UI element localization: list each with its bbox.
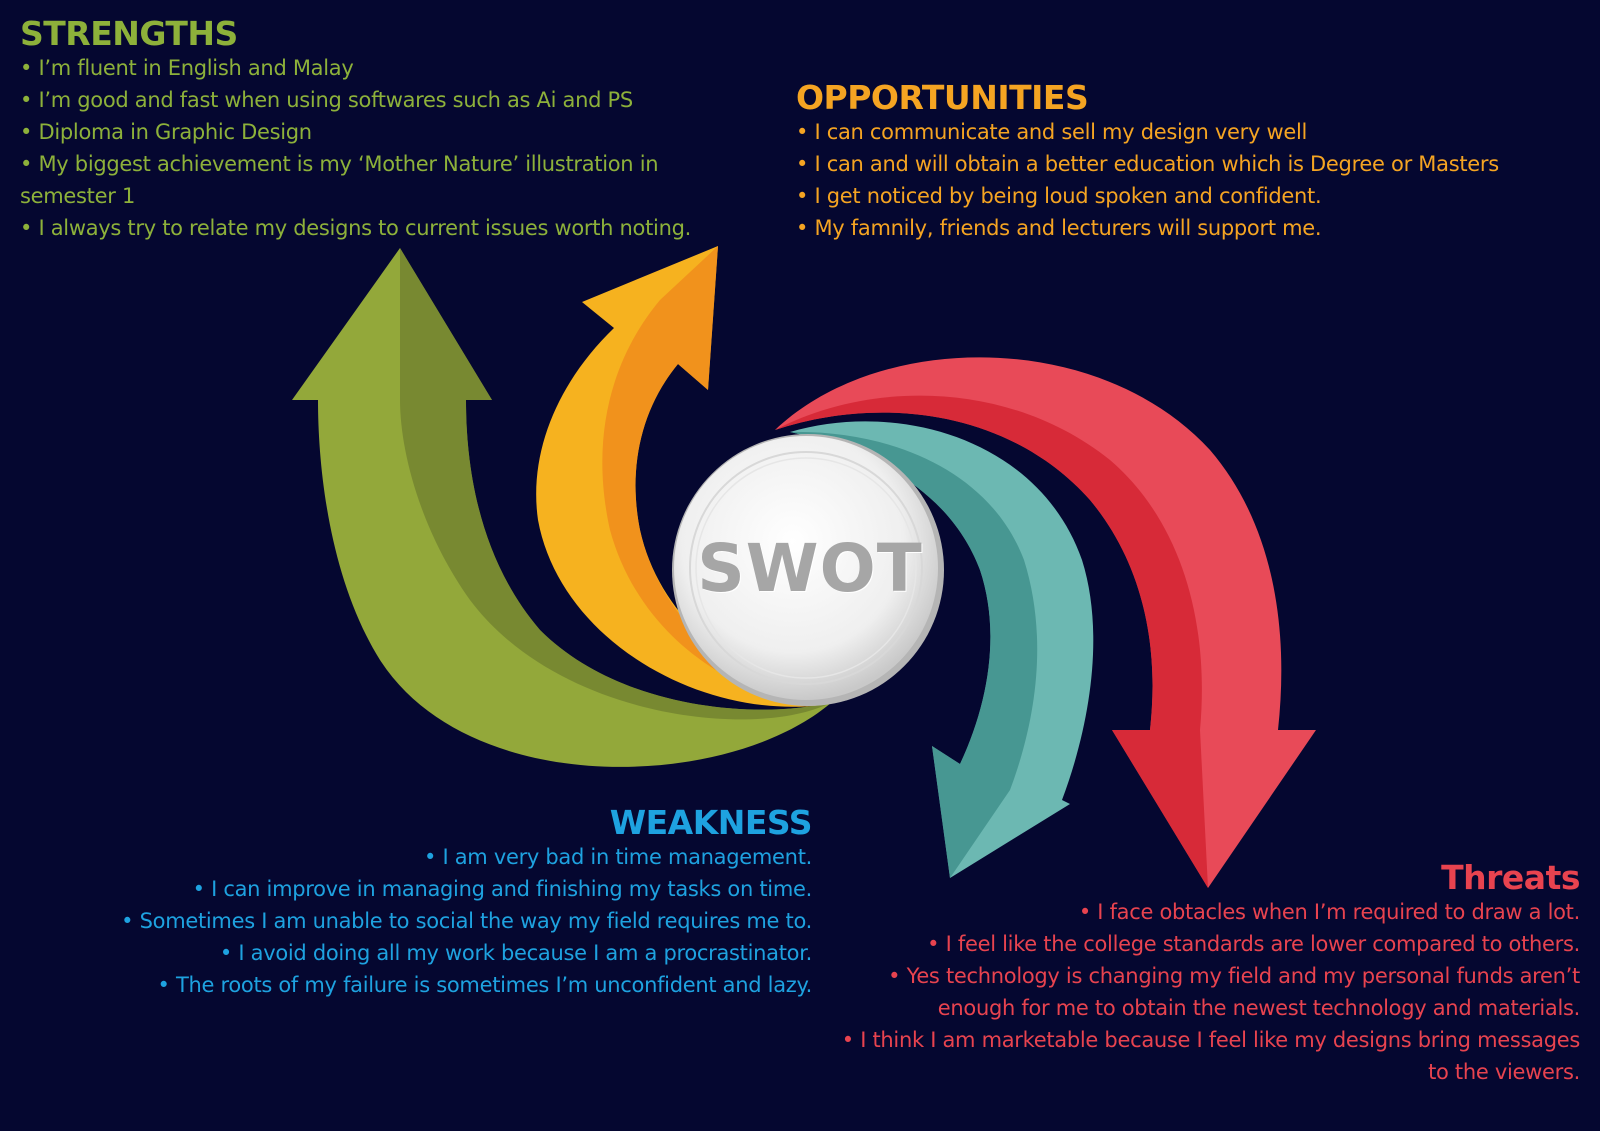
- strengths-heading: STRENGTHS: [20, 14, 238, 53]
- list-item: My biggest achievement is my ‘Mother Nat…: [20, 148, 720, 212]
- list-item: I’m fluent in English and Malay: [20, 52, 720, 84]
- list-item: I avoid doing all my work because I am a…: [52, 937, 812, 969]
- red-arrow: [775, 357, 1316, 888]
- orange-arrow: [536, 246, 822, 707]
- list-item: Sometimes I am unable to social the way …: [52, 905, 813, 937]
- teal-arrow-shade: [790, 431, 1038, 878]
- threats-heading: Threats: [1441, 858, 1580, 897]
- list-item: Diploma in Graphic Design: [20, 116, 720, 148]
- threats-section: Threats I face obtacles when I’m require…: [820, 858, 1580, 1088]
- strengths-list: I’m fluent in English and Malay I’m good…: [20, 52, 720, 244]
- orange-arrow-body: [536, 246, 822, 707]
- list-item: I face obtacles when I’m required to dra…: [820, 896, 1580, 928]
- orange-arrow-shade: [602, 246, 822, 705]
- weakness-heading: WEAKNESS: [609, 803, 813, 842]
- green-arrow: [292, 248, 832, 767]
- list-item: Yes technology is changing my field and …: [820, 960, 1581, 1024]
- threats-list: I face obtacles when I’m required to dra…: [820, 896, 1580, 1088]
- swot-center-disc: [672, 434, 944, 706]
- weakness-section: WEAKNESS I am very bad in time managemen…: [52, 803, 813, 1001]
- strengths-section: STRENGTHS I’m fluent in English and Mala…: [20, 14, 720, 244]
- list-item: I always try to relate my designs to cur…: [20, 212, 720, 244]
- list-item: I can communicate and sell my design ver…: [796, 116, 1586, 148]
- opportunities-section: OPPORTUNITIES I can communicate and sell…: [796, 78, 1586, 244]
- list-item: I think I am marketable because I feel l…: [820, 1024, 1580, 1088]
- list-item: My famnily, friends and lecturers will s…: [796, 212, 1586, 244]
- teal-arrow: [790, 421, 1094, 878]
- opportunities-heading: OPPORTUNITIES: [796, 78, 1089, 117]
- list-item: I can and will obtain a better education…: [796, 148, 1586, 180]
- list-item: I’m good and fast when using softwares s…: [20, 84, 720, 116]
- opportunities-list: I can communicate and sell my design ver…: [796, 116, 1586, 244]
- list-item: The roots of my failure is sometimes I’m…: [52, 969, 812, 1001]
- weakness-list: I am very bad in time management. I can …: [52, 841, 813, 1001]
- list-item: I feel like the college standards are lo…: [820, 928, 1581, 960]
- list-item: I am very bad in time management.: [52, 841, 812, 873]
- list-item: I can improve in managing and finishing …: [52, 873, 812, 905]
- list-item: I get noticed by being loud spoken and c…: [796, 180, 1586, 212]
- green-arrow-shade: [400, 248, 832, 720]
- swot-center-label: SWOT: [697, 530, 923, 607]
